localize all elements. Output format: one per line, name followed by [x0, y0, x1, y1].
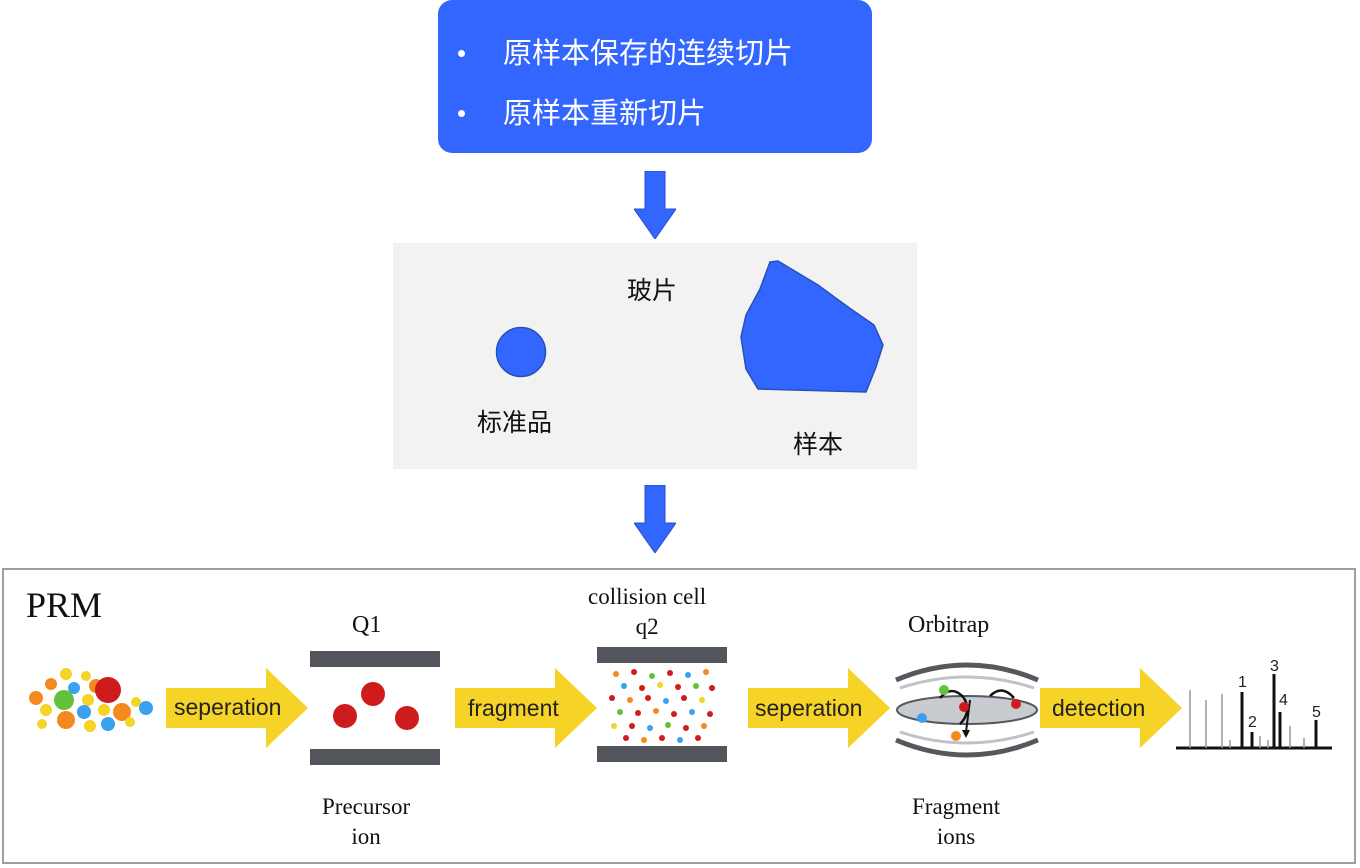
- orbitrap-label: Orbitrap: [908, 612, 990, 638]
- peak-label: 2: [1248, 714, 1257, 731]
- bullet-dot-icon: [458, 49, 465, 57]
- q1-label: Q1: [352, 612, 382, 638]
- peptide-mixture-icon: [29, 668, 153, 732]
- q1-top-plate: [310, 651, 440, 667]
- orbitrap-icon: [895, 662, 1039, 758]
- separation-arrow-icon: [748, 668, 890, 748]
- fragment-particles-icon: [609, 669, 715, 743]
- down-arrow-icon: [634, 485, 676, 553]
- bullet-item: 原样本保存的连续切片: [458, 35, 793, 71]
- peak-label: 3: [1270, 658, 1279, 675]
- precursor-ion-label: Precursor ion: [322, 794, 411, 849]
- separation-label: seperation: [755, 695, 863, 721]
- peak-label: 5: [1312, 704, 1321, 721]
- fragment-ions-label: Fragment ions: [912, 794, 1001, 849]
- separation-arrow-icon: [166, 668, 308, 748]
- fragment-label: fragment: [468, 695, 559, 721]
- sample-source-box: 原样本保存的连续切片 原样本重新切片: [438, 0, 872, 153]
- sample-label: 样本: [793, 430, 844, 459]
- mass-spectrum-icon: [1176, 674, 1332, 750]
- glass-slide-panel: 玻片 标准品 样本: [393, 243, 917, 469]
- bullet-dot-icon: [458, 109, 465, 117]
- q2-bottom-plate: [597, 746, 727, 762]
- down-arrow-icon: [634, 171, 676, 239]
- fragment-arrow-icon: [455, 668, 597, 748]
- prm-title: PRM: [26, 585, 103, 625]
- collision-cell-label: collision cell q2: [588, 584, 707, 639]
- peak-label: 1: [1238, 674, 1247, 691]
- separation-label: seperation: [174, 694, 282, 720]
- peak-label: 4: [1279, 692, 1288, 709]
- detection-arrow-icon: [1040, 668, 1182, 748]
- q2-top-plate: [597, 647, 727, 663]
- detection-label: detection: [1052, 695, 1146, 721]
- standard-dot-icon: [495, 326, 547, 378]
- precursor-ions-icon: [333, 682, 419, 730]
- slide-label: 玻片: [627, 276, 678, 305]
- sample-shape-icon: [740, 260, 884, 393]
- standard-label: 标准品: [477, 408, 553, 437]
- q1-bottom-plate: [310, 749, 440, 765]
- bullet-item: 原样本重新切片: [458, 95, 706, 131]
